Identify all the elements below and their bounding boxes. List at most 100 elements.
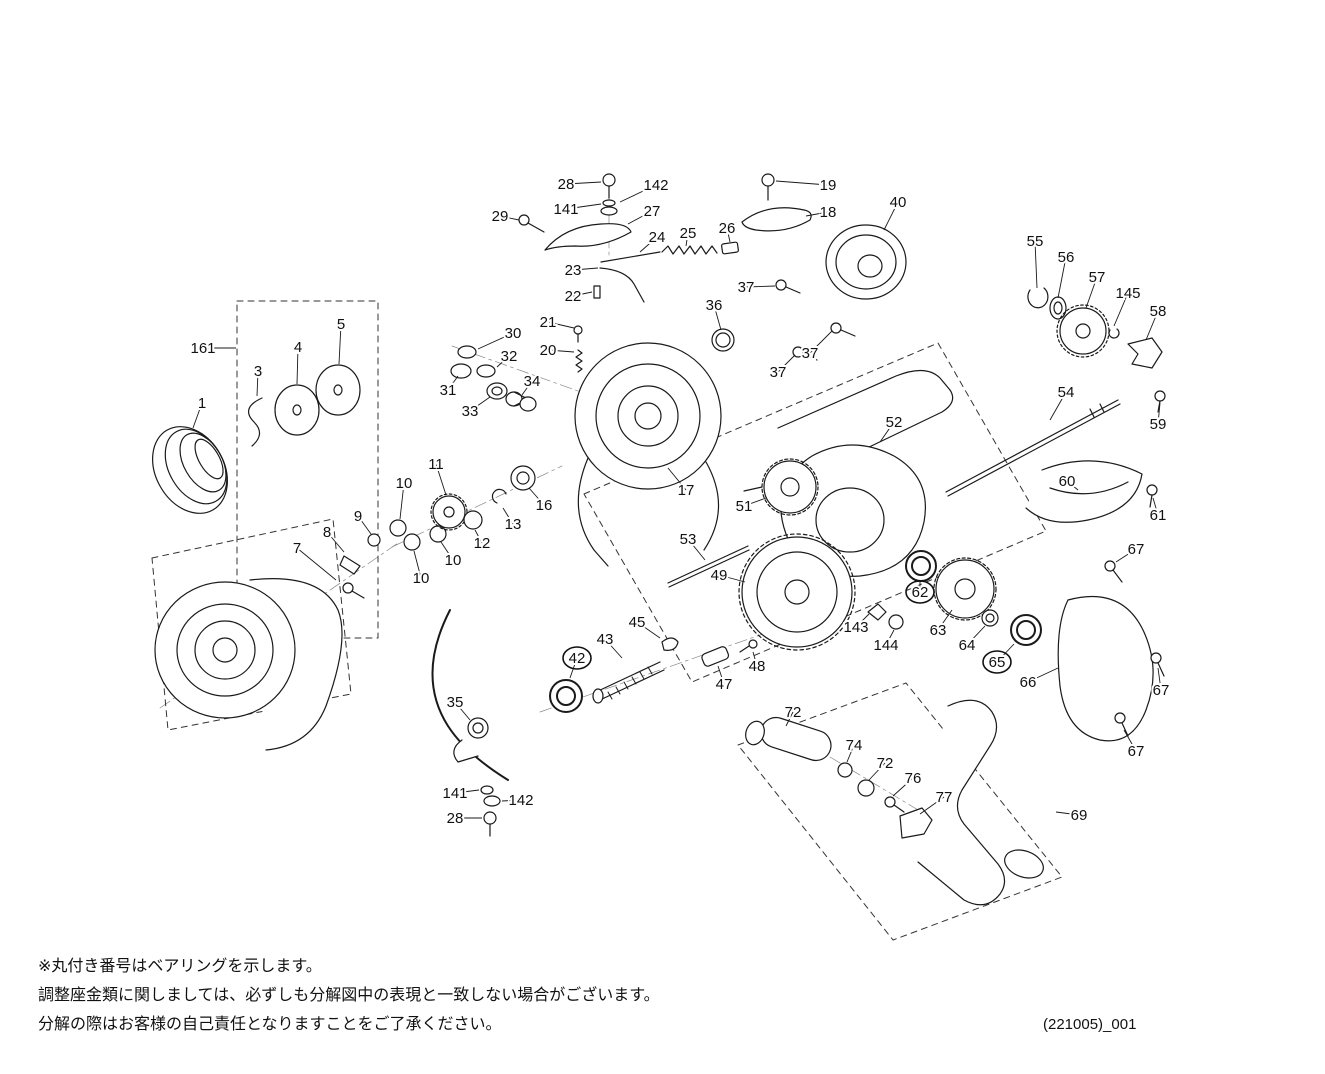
part-label-145: 145 (1115, 285, 1140, 302)
part-53-rod (667, 545, 750, 588)
part-141-washer-bottom (480, 785, 494, 795)
leader-line-142 (501, 799, 522, 802)
part-label-56: 56 (1058, 249, 1075, 266)
part-label-66: 66 (1020, 674, 1037, 691)
bearing-circle-65 (982, 650, 1012, 674)
leader-line-57 (1085, 276, 1098, 309)
part-label-37: 37 (738, 279, 755, 296)
part-4-drag-washer (274, 384, 320, 436)
leader-line-23 (572, 267, 599, 271)
part-label-67: 67 (1153, 682, 1170, 699)
leader-line-7 (296, 547, 337, 581)
part-label-25: 25 (680, 225, 697, 242)
leader-line-141 (565, 203, 602, 210)
leader-line-10 (399, 482, 405, 520)
leader-line-10 (413, 550, 422, 579)
leader-line-49 (718, 574, 746, 583)
leader-line-16 (528, 487, 545, 506)
part-label-141: 141 (442, 785, 467, 802)
part-label-34: 34 (524, 373, 541, 390)
leader-line-1 (192, 402, 203, 429)
leader-line-40 (883, 201, 899, 231)
leader-line-24 (639, 236, 658, 253)
part-74-washer (837, 762, 853, 778)
part-label-63: 63 (930, 622, 947, 639)
part-label-51: 51 (736, 498, 753, 515)
leader-line-29 (499, 215, 520, 221)
part-27-arm (544, 223, 632, 251)
leader-line-28 (565, 181, 602, 185)
part-label-9: 9 (354, 508, 362, 525)
part-76-screw (884, 796, 905, 813)
leader-line-66 (1027, 667, 1059, 683)
part-45-clip (661, 637, 679, 651)
bearing-circle-42 (562, 646, 592, 670)
leader-line-27 (627, 210, 653, 225)
part-label-3: 3 (254, 363, 262, 380)
leader-line-17 (667, 467, 687, 491)
leader-line-67 (1123, 729, 1137, 752)
part-label-48: 48 (749, 658, 766, 675)
leader-line-47 (717, 665, 725, 685)
part-35-bail (431, 609, 509, 781)
part-65-bearing (1010, 614, 1042, 646)
part-label-5: 5 (337, 316, 345, 333)
part-label-37: 37 (770, 364, 787, 381)
part-67-screws (1104, 560, 1165, 737)
part-label-37: 37 (802, 345, 819, 362)
part-142-washer-top (600, 206, 618, 216)
leader-line-11 (435, 463, 447, 496)
leader-line-69 (1055, 811, 1080, 816)
part-58-bracket (1127, 337, 1163, 369)
part-label-35: 35 (447, 694, 464, 711)
leader-line-12 (474, 529, 483, 544)
leader-line-22 (572, 291, 593, 297)
part-label-43: 43 (597, 631, 614, 648)
part-37-screws (775, 279, 856, 361)
leader-line-32 (496, 355, 510, 368)
part-label-17: 17 (678, 482, 695, 499)
part-label-28: 28 (558, 176, 575, 193)
part-label-10: 10 (445, 552, 462, 569)
part-label-60: 60 (1059, 473, 1076, 490)
part-49-gear (738, 533, 856, 651)
leader-line-74 (846, 744, 855, 763)
part-label-12: 12 (474, 535, 491, 552)
leader-line-45 (636, 621, 661, 639)
part-label-28: 28 (447, 810, 464, 827)
leader-line-10 (440, 541, 454, 561)
leader-line-61 (1152, 497, 1159, 516)
part-72-knob (745, 716, 832, 762)
leader-line-141 (454, 789, 480, 794)
part-label-1: 1 (198, 395, 206, 412)
part-label-65: 65 (989, 654, 1006, 671)
footnote-bearing: ※丸付き番号はベアリングを示します。 (38, 956, 322, 975)
part-145-clip (1108, 328, 1120, 339)
leader-line-67 (1157, 667, 1162, 691)
part-label-67: 67 (1128, 743, 1145, 760)
leader-line-48 (752, 651, 758, 667)
part-17-rotor (574, 342, 722, 567)
leader-line-37 (809, 330, 833, 354)
part-label-18: 18 (820, 204, 837, 221)
part-label-58: 58 (1150, 303, 1167, 320)
part-47-collar (701, 646, 730, 667)
part-31-washer (450, 363, 472, 379)
part-69-handle (917, 699, 1044, 906)
part-label-29: 29 (492, 208, 509, 225)
part-label-61: 61 (1150, 507, 1167, 524)
part-label-49: 49 (711, 567, 728, 584)
part-label-141: 141 (553, 201, 578, 218)
part-label-10: 10 (396, 475, 413, 492)
part-40-rotor-nut (825, 224, 907, 300)
part-label-77: 77 (936, 789, 953, 806)
leader-line-58 (1145, 310, 1159, 341)
part-72-washer (857, 779, 875, 797)
part-label-142: 142 (508, 792, 533, 809)
part-label-52: 52 (886, 414, 903, 431)
part-label-54: 54 (1058, 384, 1075, 401)
part-54-shaft (945, 399, 1121, 497)
part-label-31: 31 (440, 382, 457, 399)
leader-line-76 (892, 777, 914, 797)
leader-line-4 (296, 346, 299, 385)
